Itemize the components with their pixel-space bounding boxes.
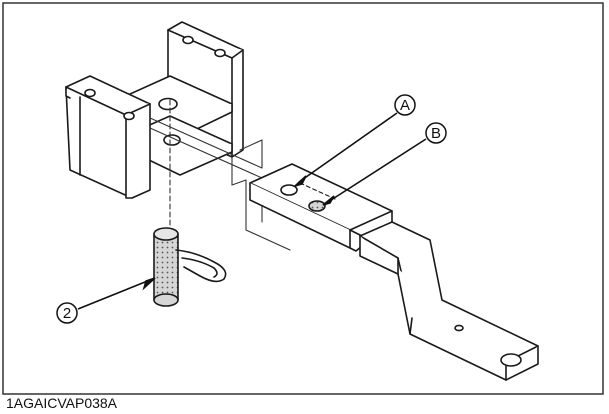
bracket-bolt-hole <box>182 35 194 45</box>
callout-b-label: B <box>431 125 441 142</box>
figure-code: 1AGAICVAP038A <box>6 395 118 411</box>
bracket-pin-hole-bottom <box>163 134 181 146</box>
hole-a <box>280 184 298 196</box>
callout-b-circle <box>425 122 447 144</box>
callout-2-circle <box>56 302 78 324</box>
hitch-bracket <box>65 21 244 199</box>
linch-clip <box>175 249 227 283</box>
leader-b <box>327 138 427 203</box>
bracket-bolt-hole <box>123 111 135 121</box>
drawbar <box>249 163 539 381</box>
callout-a-circle <box>394 94 416 116</box>
figure-border <box>2 2 604 395</box>
drawbar-small-hole <box>454 324 464 332</box>
drawbar-end-hole <box>500 353 522 367</box>
leader-2 <box>77 279 151 310</box>
hole-b <box>308 200 326 212</box>
bracket-pin-hole-top <box>158 97 178 111</box>
hidden-lines <box>149 99 291 251</box>
callout-a-label: A <box>400 97 410 114</box>
callout-2-label: 2 <box>63 305 71 322</box>
bracket-bolt-hole <box>214 48 226 58</box>
bracket-bolt-hole <box>84 88 96 98</box>
hitch-pin <box>153 227 227 307</box>
leader-a <box>298 112 398 183</box>
